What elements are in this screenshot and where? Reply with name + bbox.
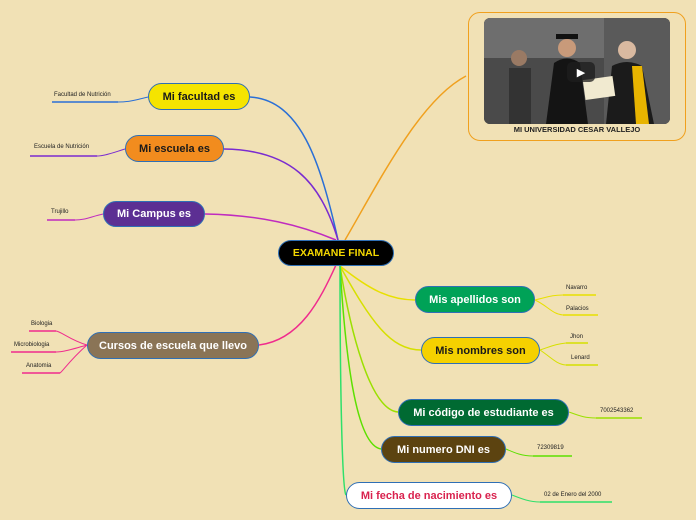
branch-apellidos[interactable]: Mis apellidos son [415,286,535,313]
branch-dni[interactable]: Mi numero DNI es [381,436,506,463]
branch-campus-label: Mi Campus es [117,208,191,220]
branch-campus[interactable]: Mi Campus es [103,201,205,227]
branch-escuela-label: Mi escuela es [139,142,210,155]
leaf-curso-anatomia[interactable]: Anatomia [26,363,52,369]
branch-cursos[interactable]: Cursos de escuela que llevo [87,332,259,359]
leaf-nombre-lenard[interactable]: Lenard [571,355,590,361]
leaf-apellido-navarro[interactable]: Navarro [566,285,588,291]
branch-facultad-label: Mi facultad es [162,90,236,103]
branch-nombres-label: Mis nombres son [435,344,526,357]
branch-nacimiento-label: Mi fecha de nacimiento es [360,489,498,502]
leaf-curso-biologia[interactable]: Biologia [31,321,53,327]
leaf-nombre-jhon[interactable]: Jhon [570,334,584,340]
leaf-campus-trujillo[interactable]: Trujillo [51,209,69,215]
branch-codigo-label: Mi código de estudiante es [413,406,554,419]
leaf-curso-microbiologia[interactable]: Microbiologia [14,342,50,348]
branch-nacimiento[interactable]: Mi fecha de nacimiento es [346,482,512,509]
leaf-codigo-value[interactable]: 7002543362 [600,408,634,414]
branch-nombres[interactable]: Mis nombres son [421,337,540,364]
leaf-dni-value[interactable]: 72309819 [537,445,564,451]
branch-cursos-label: Cursos de escuela que llevo [99,339,247,352]
branch-dni-label: Mi numero DNI es [397,443,490,456]
root-topic-label: EXAMANE FINAL [292,247,380,259]
leaf-escuela-nutricion[interactable]: Escuela de Nutrición [34,144,90,150]
leaf-apellido-palacios[interactable]: Palacios [566,306,589,312]
leaf-facultad-nutricion[interactable]: Facultad de Nutrición [54,92,111,98]
root-topic[interactable]: EXAMANE FINAL [278,240,394,266]
video-caption: MI UNIVERSIDAD CESAR VALLEJO [513,125,641,134]
branch-apellidos-label: Mis apellidos son [429,293,521,306]
play-icon[interactable]: ▶ [567,62,595,82]
video-topic[interactable]: ▶ MI UNIVERSIDAD CESAR VALLEJO [468,12,686,141]
branch-escuela[interactable]: Mi escuela es [125,135,224,162]
branch-facultad[interactable]: Mi facultad es [148,83,250,110]
branch-codigo[interactable]: Mi código de estudiante es [398,399,569,426]
video-thumbnail[interactable]: ▶ [484,18,670,124]
leaf-nacimiento-value[interactable]: 02 de Enero del 2000 [544,492,602,498]
